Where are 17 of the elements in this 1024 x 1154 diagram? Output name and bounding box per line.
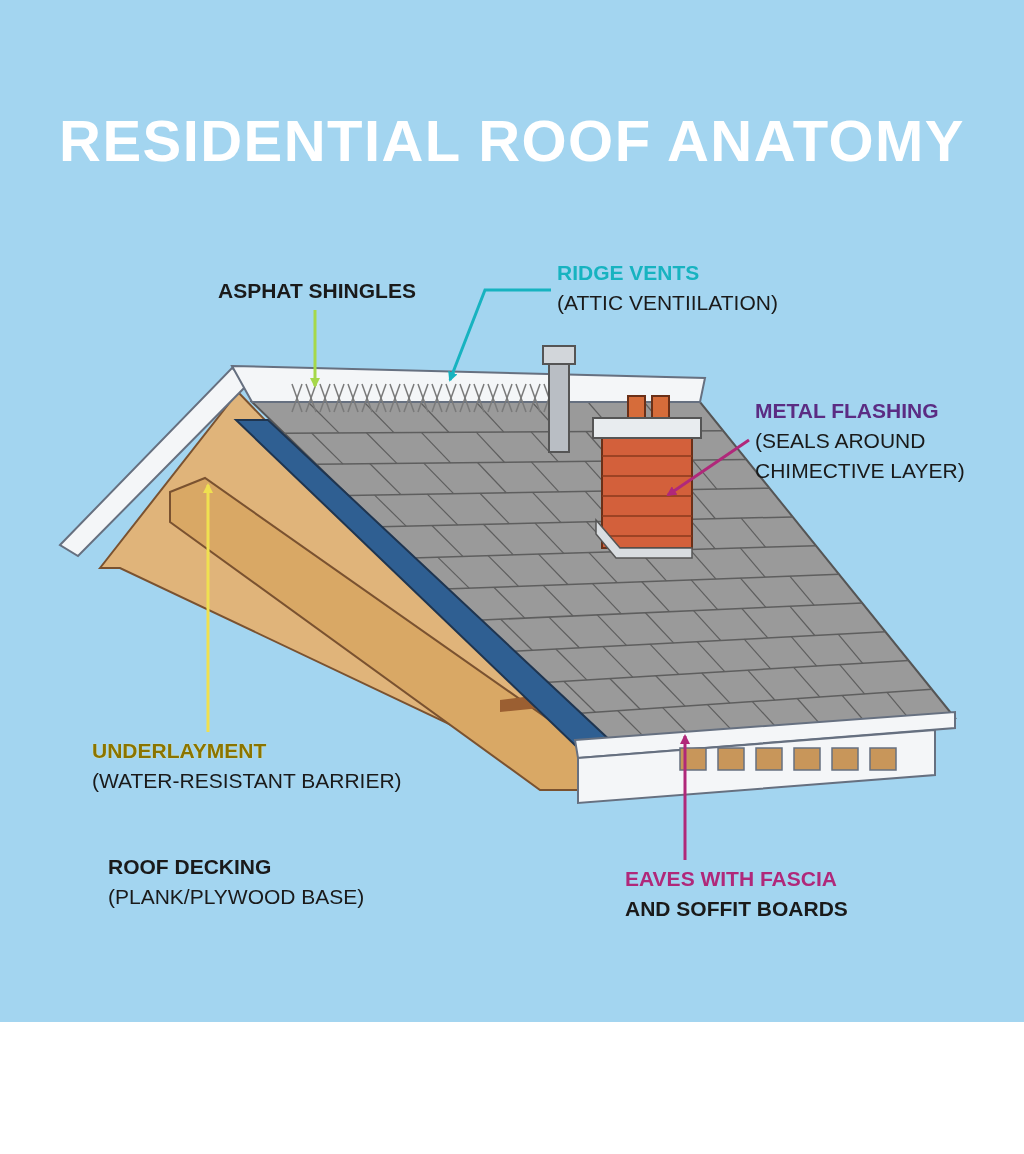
leader-arrow [203, 483, 213, 732]
leader-arrow [310, 310, 320, 388]
callout-text: AND SOFFIT BOARDS [625, 896, 848, 922]
callout-heading: RIDGE VENTS [557, 260, 700, 286]
callout-heading: UNDERLAYMENT [92, 738, 267, 764]
part-description: (PLANK/PLYWOOD BASE) [108, 884, 365, 910]
title: RESIDENTIAL ROOF ANATOMY [58, 112, 966, 170]
leader-arrow [666, 438, 750, 497]
callout-heading: EAVES WITH FASCIA [625, 866, 837, 892]
callout-text: (WATER-RESISTANT BARRIER) [92, 768, 402, 794]
callout-heading: ASPHAT SHINGLES [218, 278, 416, 304]
callout-heading: METAL FLASHING [755, 398, 939, 424]
callout-text: (ATTIC VENTIILATION) [557, 290, 778, 316]
callout-text: (SEALS AROUND CHIMECTIVE LAYER) [755, 428, 966, 484]
leader-arrow [680, 734, 690, 860]
leader-arrow [448, 288, 551, 382]
part-label: ROOF DECKING [108, 854, 272, 880]
